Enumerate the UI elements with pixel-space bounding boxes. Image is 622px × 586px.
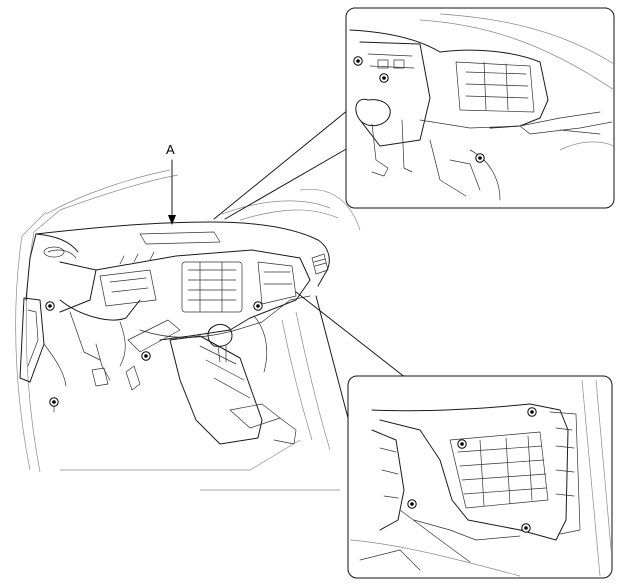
- bolt-icon: [457, 439, 467, 449]
- main-bolts: [45, 301, 263, 413]
- lower-dash-ducts: [139, 295, 311, 373]
- main-dashboard-illustration: A: [15, 109, 407, 491]
- left-side-bracket: [19, 297, 67, 387]
- bolt-icon: [49, 397, 59, 413]
- bolt-icon: [141, 351, 151, 361]
- bolt-icon: [379, 73, 389, 83]
- steering-column: [59, 299, 181, 391]
- bolt-icon: [45, 301, 55, 311]
- detail-inset-bottom: [347, 375, 613, 579]
- bolt-icon: [527, 407, 537, 417]
- inset-leader-lines: [213, 109, 407, 419]
- bolt-icon: [353, 56, 363, 66]
- detail-inset-top: [345, 7, 615, 209]
- bolt-icon: [407, 499, 417, 509]
- callout-a: A: [166, 142, 176, 225]
- center-console: [169, 323, 297, 445]
- crash-pad-assembly: [25, 221, 330, 301]
- bolt-icon: [521, 523, 531, 533]
- callout-label: A: [166, 142, 175, 157]
- bolt-icon: [475, 153, 485, 163]
- bolt-icon: [253, 301, 263, 311]
- center-fascia-frame: [59, 249, 311, 341]
- vehicle-body-outline: [15, 169, 361, 491]
